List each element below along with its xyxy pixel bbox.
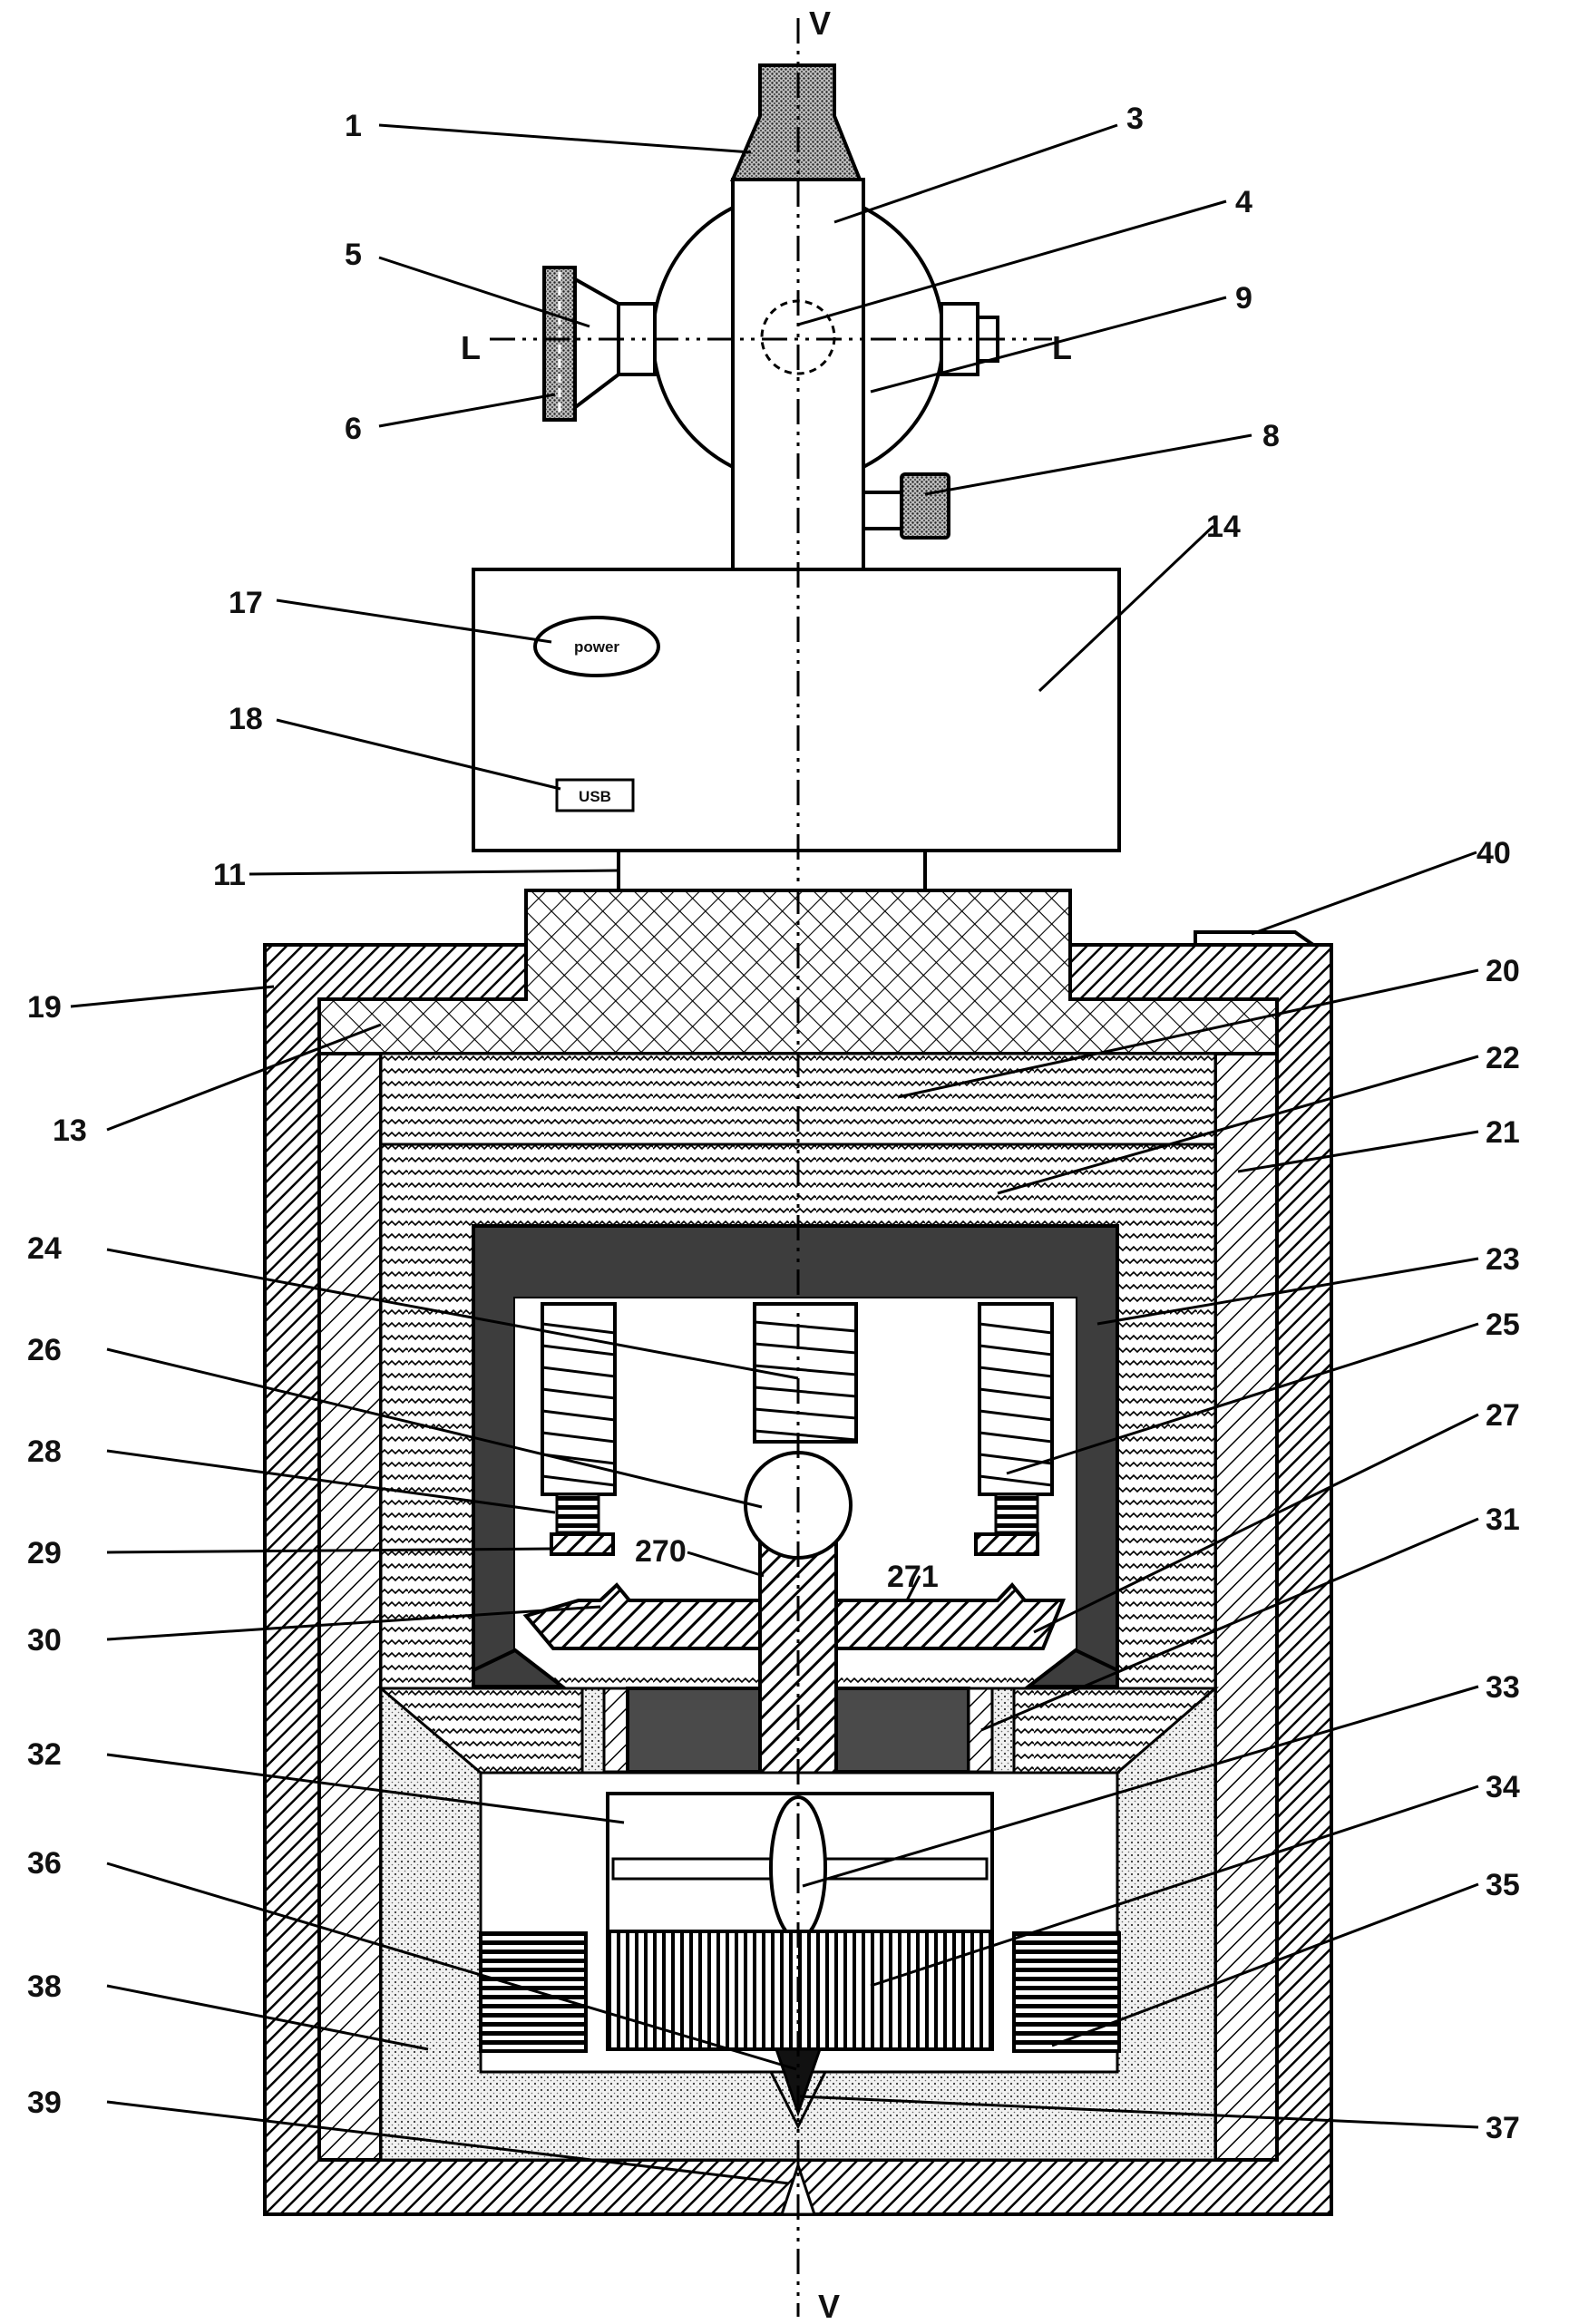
label-27: 27	[1486, 1398, 1520, 1433]
label-37: 37	[1486, 2111, 1520, 2145]
side-magnet-left	[481, 1933, 586, 2051]
magnet-comb	[608, 1931, 992, 2049]
axis-label-l-right: L	[1052, 329, 1072, 366]
axis-label-l-left: L	[461, 329, 481, 366]
label-30: 30	[27, 1623, 62, 1658]
spring-right	[979, 1304, 1052, 1494]
label-38: 38	[27, 1969, 62, 2004]
contact-pad-right	[976, 1534, 1038, 1554]
label-28: 28	[27, 1434, 62, 1469]
inner-wall-right	[1215, 1054, 1277, 2160]
side-magnet-right	[1014, 1933, 1119, 2051]
label-8: 8	[1262, 419, 1280, 453]
label-13: 13	[53, 1113, 87, 1148]
label-24: 24	[27, 1231, 62, 1266]
label-32: 32	[27, 1737, 62, 1772]
label-21: 21	[1486, 1115, 1520, 1150]
label-39: 39	[27, 2086, 62, 2120]
label-33: 33	[1486, 1670, 1520, 1705]
side-knob	[901, 474, 949, 538]
label-26: 26	[27, 1333, 62, 1367]
bearing-sleeve-right	[969, 1688, 992, 1772]
label-20: 20	[1486, 954, 1520, 988]
inner-wall-left	[319, 1054, 381, 2160]
label-29: 29	[27, 1536, 62, 1570]
label-271: 271	[887, 1560, 939, 1594]
label-23: 23	[1486, 1242, 1520, 1277]
power-text: power	[574, 638, 619, 656]
label-35: 35	[1486, 1868, 1520, 1902]
label-25: 25	[1486, 1308, 1520, 1342]
label-3: 3	[1126, 102, 1144, 136]
label-40: 40	[1476, 836, 1511, 870]
small-spring-right	[996, 1494, 1038, 1532]
label-1: 1	[345, 109, 362, 143]
label-4: 4	[1235, 185, 1252, 219]
label-9: 9	[1235, 281, 1252, 316]
contact-pad-left	[551, 1534, 613, 1554]
bearing-sleeve-left	[604, 1688, 628, 1772]
small-spring-left	[557, 1494, 599, 1532]
label-17: 17	[229, 586, 263, 620]
label-5: 5	[345, 238, 362, 272]
bearing-block-right	[836, 1688, 969, 1772]
label-270: 270	[635, 1534, 687, 1569]
label-19: 19	[27, 990, 62, 1025]
axis-label-v-top: V	[809, 5, 831, 42]
label-22: 22	[1486, 1041, 1520, 1075]
label-14: 14	[1206, 510, 1241, 544]
label-31: 31	[1486, 1502, 1520, 1537]
side-knob-stem	[863, 492, 901, 529]
eyepiece-cup	[733, 65, 860, 180]
label-6: 6	[345, 412, 362, 446]
label-36: 36	[27, 1846, 62, 1881]
axis-label-v-bottom: V	[818, 2288, 840, 2324]
label-34: 34	[1486, 1770, 1520, 1804]
label-18: 18	[229, 702, 263, 736]
usb-text: USB	[579, 788, 611, 805]
label-11: 11	[213, 858, 246, 892]
bearing-block-left	[628, 1688, 760, 1772]
